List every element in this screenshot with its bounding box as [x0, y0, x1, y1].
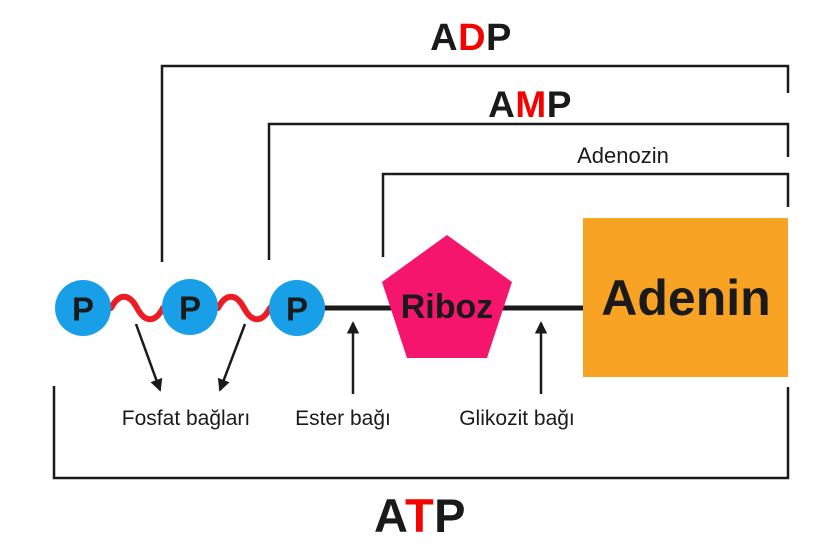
- ribose-label: Riboz: [400, 288, 494, 326]
- adp-letter-p: P: [486, 17, 512, 59]
- amp-label: AMP: [488, 86, 572, 123]
- adp-label: ADP: [430, 19, 512, 57]
- phosphate-bond-arrow-2: [217, 323, 247, 392]
- phosphate-bond-wave-1: [108, 293, 166, 323]
- adp-letter-d: D: [458, 17, 487, 59]
- ester-bond-label: Ester bağı: [295, 407, 391, 430]
- adenine-rect: [583, 218, 788, 377]
- phosphate-bond-arrow-1: [134, 323, 163, 392]
- atp-letter-a: A: [373, 489, 405, 542]
- phosphate-bond-wave-2: [215, 293, 273, 323]
- atp-label: ATP: [374, 492, 466, 539]
- amp-letter-m: M: [515, 84, 547, 125]
- phosphate-circle-3: [269, 280, 325, 336]
- adenozin-bracket: [381, 172, 790, 257]
- glycosidic-bond-label: Glikozit bağı: [459, 407, 575, 430]
- adp-bracket: [160, 64, 790, 262]
- amp-letter-p: P: [546, 84, 572, 125]
- ribose-pentagon: [382, 235, 512, 358]
- phosphate-symbol-3: P: [285, 290, 309, 328]
- atp-bracket: [52, 386, 790, 480]
- adenozin-label: Adenozin: [577, 143, 669, 168]
- phosphate-circle-1: [55, 280, 111, 336]
- amp-letter-a: A: [488, 84, 516, 125]
- phosphate-symbol-1: P: [71, 290, 95, 328]
- adp-letter-a: A: [430, 17, 459, 59]
- adenine-label: Adenin: [601, 270, 771, 326]
- phosphate-bonds-label: Fosfat bağları: [121, 407, 251, 430]
- phosphate-circle-2: [162, 279, 218, 335]
- atp-letter-t: T: [404, 489, 435, 542]
- amp-bracket: [267, 122, 790, 260]
- atp-letter-p: P: [434, 489, 467, 542]
- phosphate-symbol-2: P: [178, 289, 202, 327]
